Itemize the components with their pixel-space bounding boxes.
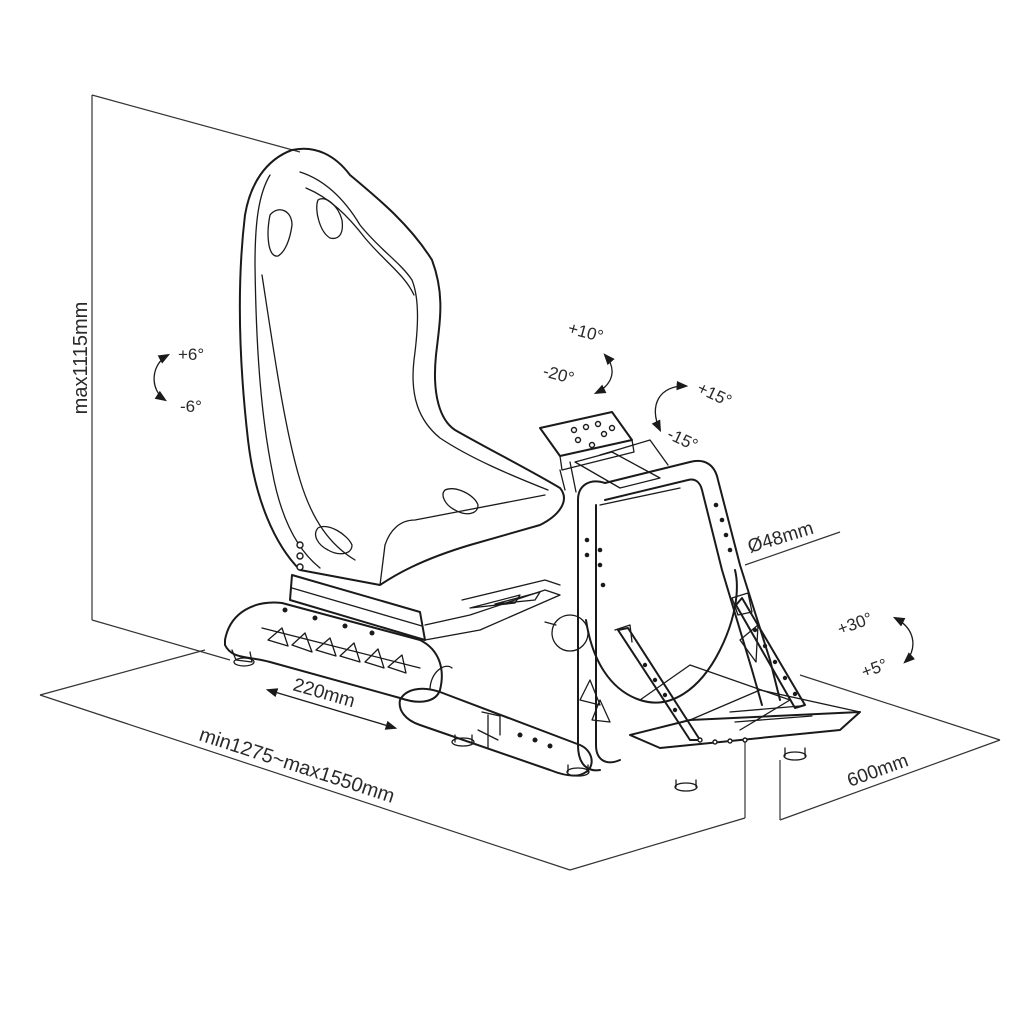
length-label: min1275~max1550mm — [196, 724, 397, 808]
wheel-stand-frame — [577, 460, 781, 772]
dimension-lines — [39, 94, 1001, 871]
left-base-tube — [224, 601, 443, 703]
wheel-mount-plate — [539, 411, 669, 493]
pedal-down-label: +5° — [859, 655, 890, 682]
seat-rail — [289, 574, 561, 641]
height-label: max1115mm — [70, 302, 92, 415]
pedal-plate — [614, 592, 861, 749]
backrest-up-label: +6° — [178, 345, 204, 364]
backrest-arrow — [153, 353, 171, 402]
wheel-rotate-up-label: +15° — [694, 378, 734, 410]
width-label: 600mm — [845, 750, 912, 791]
wheel-tilt-down-label: -20° — [541, 362, 576, 388]
pedal-up-label: +30° — [835, 609, 875, 639]
wheel-tilt-up-label: +10° — [566, 319, 605, 347]
slide-range-arrow — [265, 688, 398, 730]
tube-diameter-label: Ø48mm — [745, 518, 816, 558]
pedal-angle-arrow — [892, 616, 916, 664]
wheel-tilt-arrow — [593, 353, 615, 395]
wheel-rotate-down-label: -15° — [664, 424, 700, 454]
backrest-down-label: -6° — [180, 397, 202, 416]
bucket-seat — [238, 147, 565, 586]
wheel-rotate-arrow — [651, 380, 689, 433]
rotation-arrows — [153, 353, 916, 730]
